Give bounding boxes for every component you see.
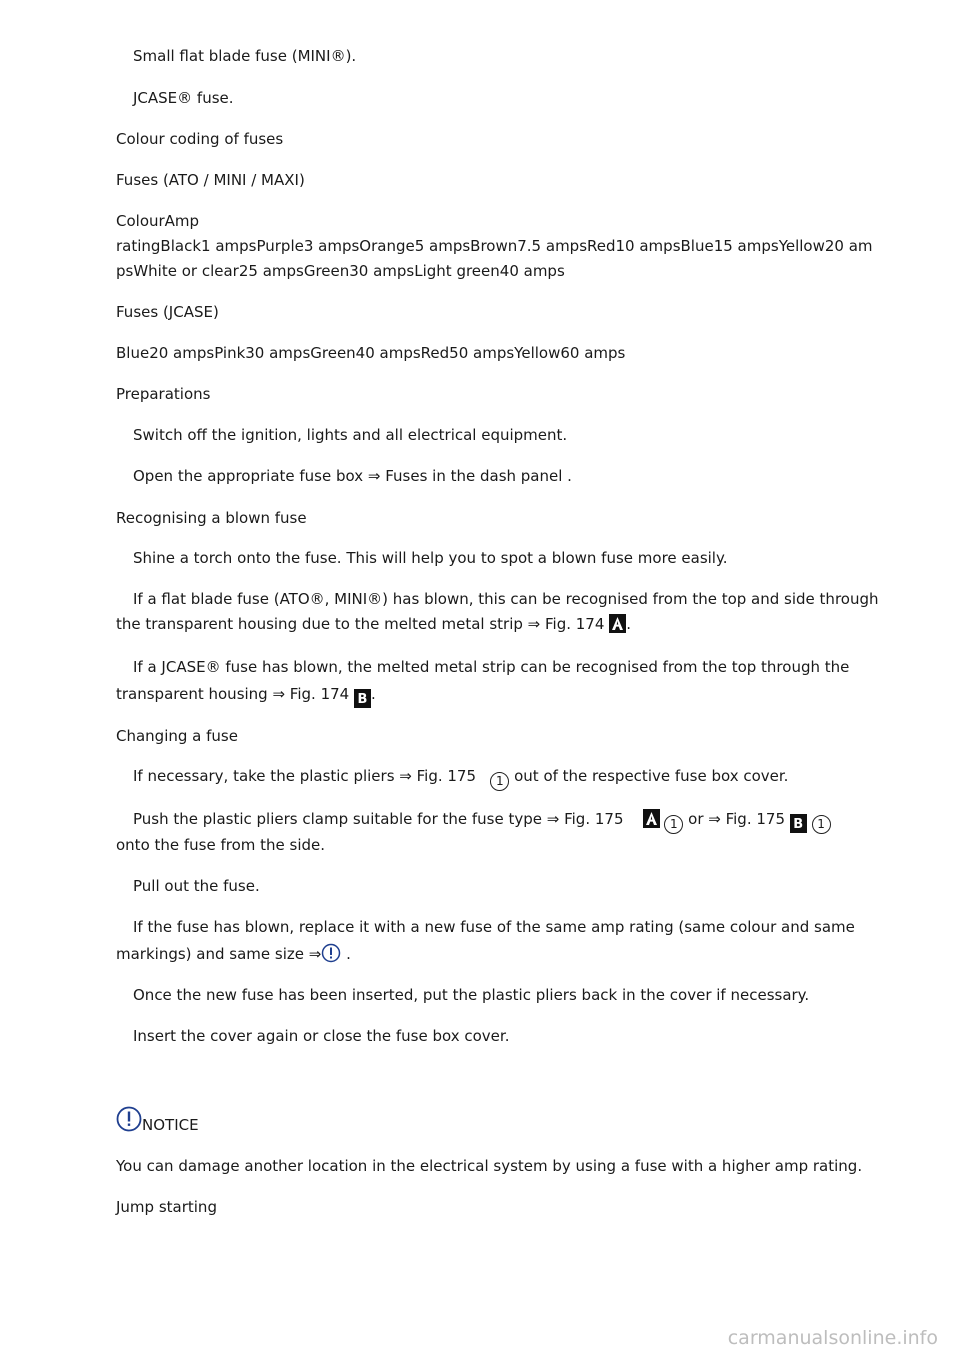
list-item: JCASE® fuse. (116, 88, 234, 108)
callout-1-icon: 1 (490, 772, 510, 791)
list-item: Pull out the fuse. (116, 876, 260, 896)
list-item: Small flat blade fuse (MINI®). (116, 46, 356, 66)
list-item: If a flat blade fuse (ATO®, MINI®) has b… (116, 589, 879, 609)
notice-text: You can damage another location in the e… (116, 1157, 863, 1175)
list-item-text: Switch off the ignition, lights and all … (133, 426, 568, 444)
table-text: psWhite or clear25 ampsGreen30 ampsLight… (116, 262, 565, 280)
list-item-text[interactable]: transparent housing ⇒ Fig. 174 (116, 685, 350, 703)
watermark-text: carmanualsonline.info (727, 1327, 938, 1349)
list-item: Open the appropriate fuse box ⇒ Fuses in… (116, 466, 572, 486)
list-item-text: Pull out the fuse. (133, 877, 260, 895)
notice-heading: NOTICE (116, 1106, 199, 1138)
notice-icon (116, 1106, 142, 1132)
table-text: Blue20 ampsPink30 ampsGreen40 ampsRed50 … (116, 344, 626, 362)
list-item: If a JCASE® fuse has blown, the melted m… (116, 657, 849, 677)
list-item-text[interactable]: Open the appropriate fuse box ⇒ Fuses in… (133, 467, 572, 485)
list-item: Insert the cover again or close the fuse… (116, 1026, 509, 1046)
list-item: If necessary, take the plastic pliers ⇒ … (116, 766, 788, 791)
section-heading: Colour coding of fuses (116, 130, 284, 148)
list-item: Once the new fuse has been inserted, put… (116, 985, 809, 1005)
list-item-text[interactable]: If necessary, take the plastic pliers ⇒ … (133, 767, 477, 785)
table-text: ColourAmp (116, 212, 200, 230)
section-heading: Recognising a blown fuse (116, 509, 307, 527)
table-text: ratingBlack1 ampsPurple3 ampsOrange5 amp… (116, 237, 873, 255)
list-item-continuation: the transparent housing due to the melte… (116, 614, 631, 633)
list-item-continuation: transparent housing ⇒ Fig. 174 B. (116, 685, 376, 708)
list-item-text: If a flat blade fuse (ATO®, MINI®) has b… (133, 590, 879, 608)
list-item-text: Small flat blade fuse (MINI®). (133, 47, 357, 65)
warning-icon[interactable] (321, 943, 341, 963)
callout-1-icon: 1 (664, 815, 684, 834)
section-heading: Jump starting (116, 1198, 217, 1216)
list-item-text[interactable]: Push the plastic pliers clamp suitable f… (133, 810, 624, 828)
list-item: Switch off the ignition, lights and all … (116, 425, 567, 445)
list-item-continuation: onto the fuse from the side. (116, 836, 326, 854)
table-caption: Fuses (JCASE) (116, 303, 219, 321)
list-item-text[interactable]: markings) and same size ⇒ (116, 945, 322, 963)
section-heading: Changing a fuse (116, 727, 238, 745)
table-caption: Fuses (ATO / MINI / MAXI) (116, 171, 305, 189)
list-item-text: If the fuse has blown, replace it with a… (133, 918, 855, 936)
figure-b-icon[interactable]: B (353, 689, 371, 708)
list-item: If the fuse has blown, replace it with a… (116, 917, 855, 937)
list-item-text: Insert the cover again or close the fuse… (133, 1027, 510, 1045)
list-item-continuation: markings) and same size ⇒ . (116, 943, 351, 963)
callout-1-icon: 1 (811, 815, 831, 834)
list-item: Shine a torch onto the fuse. This will h… (116, 548, 727, 568)
list-item-text: If a JCASE® fuse has blown, the melted m… (133, 658, 850, 676)
list-item: Push the plastic pliers clamp suitable f… (116, 809, 831, 834)
list-item-text: Once the new fuse has been inserted, put… (133, 986, 810, 1004)
figure-b-icon[interactable]: B (789, 814, 807, 833)
list-item-text: JCASE® fuse. (133, 89, 234, 107)
figure-a-icon[interactable] (642, 809, 660, 828)
list-item-text[interactable]: the transparent housing due to the melte… (116, 615, 605, 633)
list-item-text: Shine a torch onto the fuse. This will h… (133, 549, 728, 567)
section-heading: Preparations (116, 385, 211, 403)
figure-a-icon[interactable] (609, 614, 627, 633)
